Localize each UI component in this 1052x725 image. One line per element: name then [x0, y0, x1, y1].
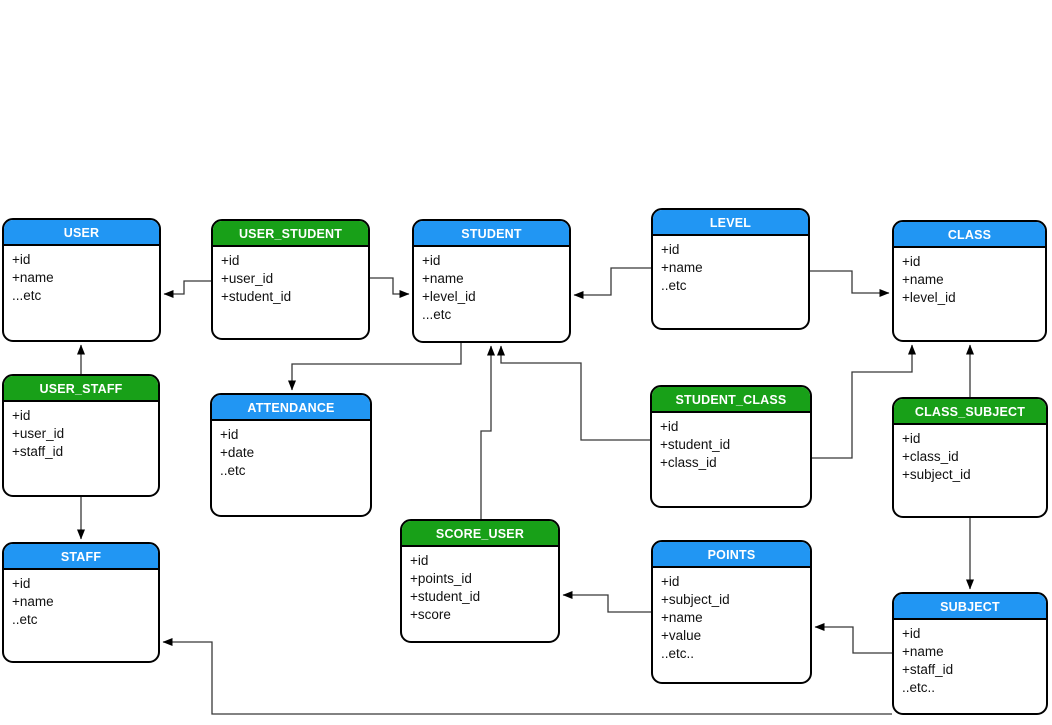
- entity-fields-level: +id +name ..etc: [653, 236, 808, 295]
- relation-points-to-score_user[interactable]: [562, 591, 651, 613]
- relation-user_student-to-user[interactable]: [163, 280, 211, 298]
- entity-title-staff: STAFF: [4, 544, 158, 570]
- field-student_class-1: +student_id: [660, 437, 731, 452]
- field-user-2: ...etc: [12, 288, 42, 303]
- field-subject-3: ..etc..: [902, 680, 936, 695]
- entity-fields-attendance: +id +date ..etc: [212, 421, 370, 480]
- entity-title-user: USER: [4, 220, 159, 246]
- entity-fields-user_student: +id +user_id +student_id: [213, 247, 368, 306]
- entity-title-subject: SUBJECT: [894, 594, 1046, 620]
- field-student_class-2: +class_id: [660, 455, 717, 470]
- entity-title-user_staff: USER_STAFF: [4, 376, 158, 402]
- field-attendance-2: ..etc: [220, 463, 246, 478]
- entity-fields-score_user: +id +points_id +student_id +score: [402, 547, 558, 624]
- field-user-0: +id: [12, 252, 31, 267]
- field-student_class-0: +id: [660, 419, 679, 434]
- field-user_student-1: +user_id: [221, 271, 274, 286]
- entity-fields-points: +id +subject_id +name +value ..etc..: [653, 568, 810, 663]
- entity-title-level: LEVEL: [653, 210, 808, 236]
- entity-class[interactable]: CLASS +id +name +level_id: [892, 220, 1047, 342]
- field-class-2: +level_id: [902, 290, 956, 305]
- field-user_student-0: +id: [221, 253, 240, 268]
- entity-level[interactable]: LEVEL +id +name ..etc: [651, 208, 810, 330]
- entity-title-class_subject: CLASS_SUBJECT: [894, 399, 1046, 425]
- field-subject-2: +staff_id: [902, 662, 954, 677]
- entity-fields-student_class: +id +student_id +class_id: [652, 413, 810, 472]
- field-subject-0: +id: [902, 626, 921, 641]
- field-level-0: +id: [661, 242, 680, 257]
- field-points-4: ..etc..: [661, 646, 695, 661]
- entity-student_class[interactable]: STUDENT_CLASS +id +student_id +class_id: [650, 385, 812, 508]
- entity-fields-user: +id +name ...etc: [4, 246, 159, 305]
- field-user_staff-0: +id: [12, 408, 31, 423]
- relation-subject-to-points[interactable]: [814, 623, 892, 654]
- field-points-1: +subject_id: [661, 592, 730, 607]
- entity-fields-class: +id +name +level_id: [894, 248, 1045, 307]
- relation-level-to-student[interactable]: [573, 267, 651, 299]
- relation-student-to-attendance[interactable]: [288, 343, 462, 391]
- field-student-1: +name: [422, 271, 464, 286]
- entity-staff[interactable]: STAFF +id +name ..etc: [2, 542, 160, 663]
- relation-user_student-to-student[interactable]: [370, 277, 410, 298]
- field-points-3: +value: [661, 628, 702, 643]
- field-user-1: +name: [12, 270, 54, 285]
- entity-points[interactable]: POINTS +id +subject_id +name +value ..etc..: [651, 540, 812, 684]
- field-level-1: +name: [661, 260, 703, 275]
- field-user_student-2: +student_id: [221, 289, 292, 304]
- entity-user_student[interactable]: USER_STUDENT +id +user_id +student_id: [211, 219, 370, 340]
- field-class_subject-0: +id: [902, 431, 921, 446]
- entity-fields-user_staff: +id +user_id +staff_id: [4, 402, 158, 461]
- field-score_user-3: +score: [410, 607, 451, 622]
- relation-score_user-to-student[interactable]: [480, 345, 495, 519]
- entity-attendance[interactable]: ATTENDANCE +id +date ..etc: [210, 393, 372, 517]
- entity-score_user[interactable]: SCORE_USER +id +points_id +student_id +score: [400, 519, 560, 643]
- entity-user_staff[interactable]: USER_STAFF +id +user_id +staff_id: [2, 374, 160, 497]
- field-points-2: +name: [661, 610, 703, 625]
- field-subject-1: +name: [902, 644, 944, 659]
- entity-fields-subject: +id +name +staff_id ..etc..: [894, 620, 1046, 697]
- entity-fields-student: +id +name +level_id ...etc: [414, 247, 569, 324]
- entity-title-student: STUDENT: [414, 221, 569, 247]
- field-class_subject-1: +class_id: [902, 449, 959, 464]
- relation-level-to-class[interactable]: [810, 270, 890, 297]
- entity-user[interactable]: USER +id +name ...etc: [2, 218, 161, 342]
- entity-fields-class_subject: +id +class_id +subject_id: [894, 425, 1046, 484]
- field-student-3: ...etc: [422, 307, 452, 322]
- relation-student_class-to-class[interactable]: [812, 344, 916, 459]
- entity-title-points: POINTS: [653, 542, 810, 568]
- entity-title-attendance: ATTENDANCE: [212, 395, 370, 421]
- entity-title-score_user: SCORE_USER: [402, 521, 558, 547]
- entity-title-user_student: USER_STUDENT: [213, 221, 368, 247]
- field-user_staff-1: +user_id: [12, 426, 65, 441]
- entity-student[interactable]: STUDENT +id +name +level_id ...etc: [412, 219, 571, 343]
- entity-subject[interactable]: SUBJECT +id +name +staff_id ..etc..: [892, 592, 1048, 715]
- field-attendance-1: +date: [220, 445, 255, 460]
- field-points-0: +id: [661, 574, 680, 589]
- field-staff-0: +id: [12, 576, 31, 591]
- entity-fields-staff: +id +name ..etc: [4, 570, 158, 629]
- field-attendance-0: +id: [220, 427, 239, 442]
- relation-student_class-to-student[interactable]: [497, 345, 650, 441]
- field-class-1: +name: [902, 272, 944, 287]
- field-score_user-2: +student_id: [410, 589, 481, 604]
- relation-subject-to-staff[interactable]: [162, 638, 892, 715]
- entity-class_subject[interactable]: CLASS_SUBJECT +id +class_id +subject_id: [892, 397, 1048, 518]
- entity-title-student_class: STUDENT_CLASS: [652, 387, 810, 413]
- field-score_user-1: +points_id: [410, 571, 472, 586]
- field-staff-1: +name: [12, 594, 54, 609]
- field-class_subject-2: +subject_id: [902, 467, 971, 482]
- field-class-0: +id: [902, 254, 921, 269]
- field-staff-2: ..etc: [12, 612, 38, 627]
- field-student-0: +id: [422, 253, 441, 268]
- field-score_user-0: +id: [410, 553, 429, 568]
- field-level-2: ..etc: [661, 278, 687, 293]
- field-user_staff-2: +staff_id: [12, 444, 64, 459]
- field-student-2: +level_id: [422, 289, 476, 304]
- entity-title-class: CLASS: [894, 222, 1045, 248]
